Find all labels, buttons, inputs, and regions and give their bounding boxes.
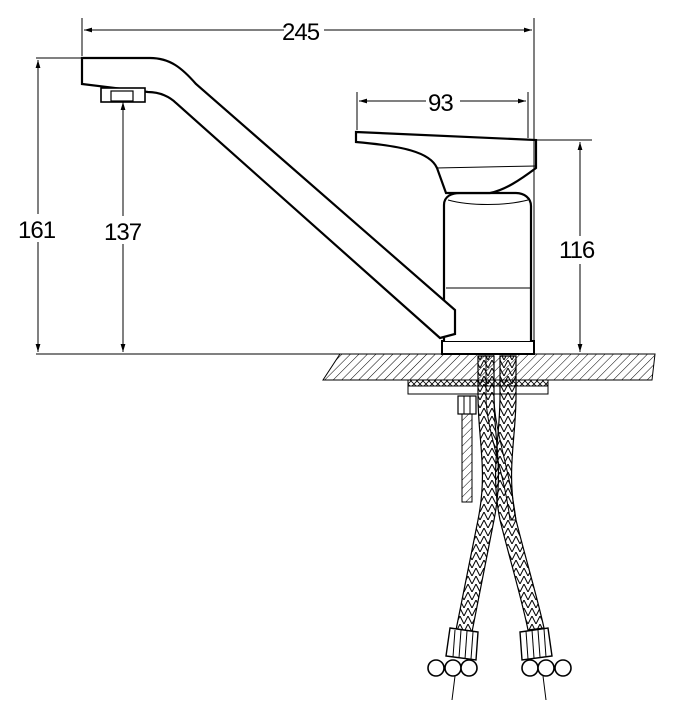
label-bg xyxy=(284,16,324,42)
dimension-161: 161 xyxy=(18,217,56,244)
lever-handle xyxy=(354,130,538,195)
label-bg xyxy=(558,236,602,264)
faucet-body xyxy=(442,191,533,341)
mounting-stud xyxy=(457,395,477,503)
dimension-245: 245 xyxy=(282,19,320,46)
label-bg xyxy=(18,214,58,242)
label-bg xyxy=(104,216,144,244)
hose-fitting-right xyxy=(519,627,572,701)
hose-fitting-left xyxy=(427,627,479,701)
countertop xyxy=(36,353,656,381)
dimension-93: 93 xyxy=(428,90,453,117)
label-bg xyxy=(426,88,460,114)
dimension-137: 137 xyxy=(104,219,142,246)
dimension-116: 116 xyxy=(559,237,595,264)
spout xyxy=(80,56,457,340)
faucet-base xyxy=(441,340,535,355)
